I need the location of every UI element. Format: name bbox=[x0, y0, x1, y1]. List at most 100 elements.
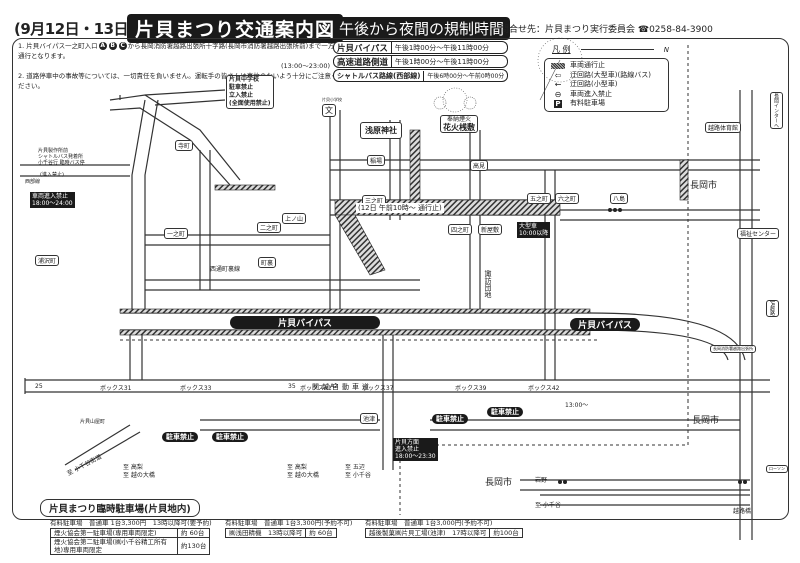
factory-line: シャトルバス発着所 bbox=[38, 154, 84, 160]
box-label: ボックス31 bbox=[100, 385, 132, 392]
parking-table: ㈱浅田精機 13時以降可約 60台 bbox=[224, 528, 337, 538]
city-label: 長岡市 bbox=[692, 416, 720, 426]
west-road-label: 西部線 bbox=[25, 179, 41, 185]
town-label: 五之町 bbox=[527, 193, 552, 204]
legend-item: ⇦迂回路(大型車)(路線バス) bbox=[551, 71, 662, 81]
box-label: ボックス37 bbox=[362, 385, 394, 392]
note-1-b: から長岡消防署越路出張所十字路(長岡市消防署越路出張所前)まで一方通行となります… bbox=[18, 42, 335, 60]
legend-label: 迂回路(小型車) bbox=[570, 80, 618, 88]
fire-station-label: 長岡消防署越路出張所 bbox=[710, 345, 756, 353]
expressway-road bbox=[24, 378, 770, 394]
large-car-time: 10:00以降 bbox=[519, 230, 549, 237]
regulation-row: 片貝バイパス午後1時00分〜午後11時00分 bbox=[333, 41, 509, 54]
legend-item: 車両通行止 bbox=[551, 61, 662, 71]
destination-label: 至 五辺 bbox=[345, 464, 365, 471]
legend-box: 車両通行止 ⇦迂回路(大型車)(路線バス) ←迂回路(小型車) ⊖車両進入禁止 … bbox=[544, 58, 669, 112]
bypass-label: 片貝バイパス bbox=[570, 318, 640, 331]
parking-group-head: 有料駐車場 普通車 1台3,300円(予約不可) bbox=[225, 519, 353, 527]
city-boundary bbox=[120, 45, 689, 515]
suwa-label: 諏訪団地 bbox=[484, 270, 492, 298]
town-label: 一之町 bbox=[164, 228, 189, 239]
town-label: 岩野 bbox=[535, 477, 548, 484]
destination-label: 至 小千谷 bbox=[345, 472, 371, 479]
box-label: 25 bbox=[35, 383, 43, 390]
no-parking-badge: 駐車禁止 bbox=[487, 407, 523, 417]
town-label: 稲場 bbox=[367, 155, 386, 166]
parking-group: 有料駐車場 普通車 1台3,300円 13時以降可(要予約) 煙火協会第一駐車場… bbox=[50, 517, 212, 555]
nishidori-label: 西通町裏線 bbox=[210, 266, 241, 273]
parking-name: ㈱浅田精機 13時以降可 bbox=[224, 528, 307, 538]
parking-table: 煙火協会第一駐車場(専用車両限定)約 60台 煙火協会第二駐車場(㈱小千谷精工所… bbox=[50, 528, 211, 555]
town-label: 高見 bbox=[470, 160, 489, 171]
parking-capacity: 約100台 bbox=[489, 528, 523, 538]
fireworks-line-1: 奉納煙火 bbox=[446, 116, 471, 123]
note-1-time: (13:00〜23:00) bbox=[280, 62, 330, 70]
parking-group-head: 有料駐車場 普通車 1台3,300円 13時以降可(要予約) bbox=[50, 519, 212, 527]
bypass-label: 片貝バイパス bbox=[230, 316, 380, 329]
parking-name: 煙火協会第一駐車場(専用車両限定) bbox=[50, 528, 178, 538]
no-entry-short: (進入禁止) bbox=[40, 172, 64, 178]
road-time: 午後1時00分〜午後11時00分 bbox=[394, 43, 490, 52]
ka-line: 18:00〜23:30 bbox=[395, 453, 436, 460]
detour-large-icon: ⇦ bbox=[554, 70, 562, 80]
box-label: ボックス42 bbox=[528, 385, 560, 392]
shrine-label: 浅原神社 bbox=[360, 122, 402, 139]
city-label: 長岡市 bbox=[690, 181, 718, 191]
town-label: 上ノ山 bbox=[282, 213, 307, 224]
marker-a: A bbox=[98, 42, 107, 50]
no-parking-badge: 駐車禁止 bbox=[212, 432, 248, 442]
no-parking-badge: 駐車禁止 bbox=[432, 414, 468, 424]
parking-row: 越後製菓㈱片貝工場(池津) 17時以降可約100台 bbox=[364, 528, 523, 538]
parking-capacity: 約130台 bbox=[176, 537, 211, 555]
town-label: 二之町 bbox=[257, 222, 282, 233]
factory-line: 小千谷行 臨時バス停 bbox=[38, 160, 85, 166]
legend-item: ⊖車両進入禁止 bbox=[551, 90, 662, 100]
jh-line: 片貝中学校 bbox=[229, 76, 260, 83]
legend-title: 凡 例 bbox=[552, 45, 571, 54]
welfare-center-label: 福祉センター bbox=[737, 228, 780, 239]
factory-line: 片貝製作所前 bbox=[38, 148, 69, 154]
gym-label: 越路体育館 bbox=[705, 122, 742, 133]
no-entry-text: 車両進入禁止 bbox=[32, 193, 69, 200]
road-time: 午後1時00分〜午後11時00分 bbox=[395, 57, 490, 66]
legend: 凡 例 N 車両通行止 ⇦迂回路(大型車)(路線バス) ←迂回路(小型車) ⊖車… bbox=[544, 44, 669, 112]
box-label: ボックス39 bbox=[455, 385, 487, 392]
jh-line: (全面使用禁止) bbox=[229, 100, 271, 107]
parking-row: ㈱浅田精機 13時以降可約 60台 bbox=[224, 528, 337, 538]
fireworks-seat-label: 奉納煙火花火桟敷 bbox=[440, 115, 478, 133]
road-name: 高速道路側道 bbox=[334, 56, 393, 67]
parking-name: 煙火協会第二駐車場(㈱小千谷精工所有地)専用車両限定 bbox=[50, 537, 178, 555]
parking-capacity: 約 60台 bbox=[176, 528, 211, 538]
nagaoka-ic-label: 長岡インターへ bbox=[770, 92, 783, 129]
note-1-a: 1. 片貝バイパス一之町入口 bbox=[18, 42, 98, 50]
destination-label: 至 越の大橋 bbox=[123, 472, 155, 479]
town-label: 新屋敷 bbox=[478, 224, 503, 235]
town-label: 八島 bbox=[610, 193, 629, 204]
detour-small-icon: ← bbox=[554, 80, 562, 89]
town-label: 池津 bbox=[360, 413, 379, 424]
parking-title: 片貝まつり臨時駐車場(片貝地内) bbox=[40, 499, 200, 517]
marker-c: C bbox=[118, 42, 127, 50]
parking-group: 有料駐車場 普通車 1台3,000円(予約不可) 越後製菓㈱片貝工場(池津) 1… bbox=[364, 517, 523, 538]
regulation-times: 片貝バイパス午後1時00分〜午後11時00分 高速道路側道午後1時00分〜午後1… bbox=[333, 41, 509, 83]
legend-label: 車両進入禁止 bbox=[570, 89, 612, 98]
box-label: ボックス33 bbox=[180, 385, 212, 392]
box-label: A2 bbox=[330, 383, 338, 390]
destination-label: 至 小千谷 bbox=[535, 502, 561, 509]
road-time: 午後6時00分〜午前0時00分 bbox=[427, 73, 505, 80]
closed-roads bbox=[119, 129, 689, 336]
road-name: 片貝バイパス bbox=[334, 42, 392, 53]
junior-high-label: 片貝中学校駐車禁止立入禁止(全面使用禁止) bbox=[226, 75, 274, 109]
parking-row: 煙火協会第二駐車場(㈱小千谷精工所有地)専用車両限定約130台 bbox=[50, 537, 211, 555]
bypass-road bbox=[120, 312, 746, 361]
city-label: 長岡市 bbox=[485, 478, 513, 488]
map-frame bbox=[12, 38, 789, 520]
north-arrow-icon bbox=[580, 49, 654, 50]
ja-label: JA越路 bbox=[766, 300, 779, 317]
legend-label: 有料駐車場 bbox=[570, 99, 605, 107]
destination-label: 至 高梨 bbox=[123, 464, 143, 471]
page-subtitle: 午後から夜間の規制時間 bbox=[333, 17, 511, 40]
